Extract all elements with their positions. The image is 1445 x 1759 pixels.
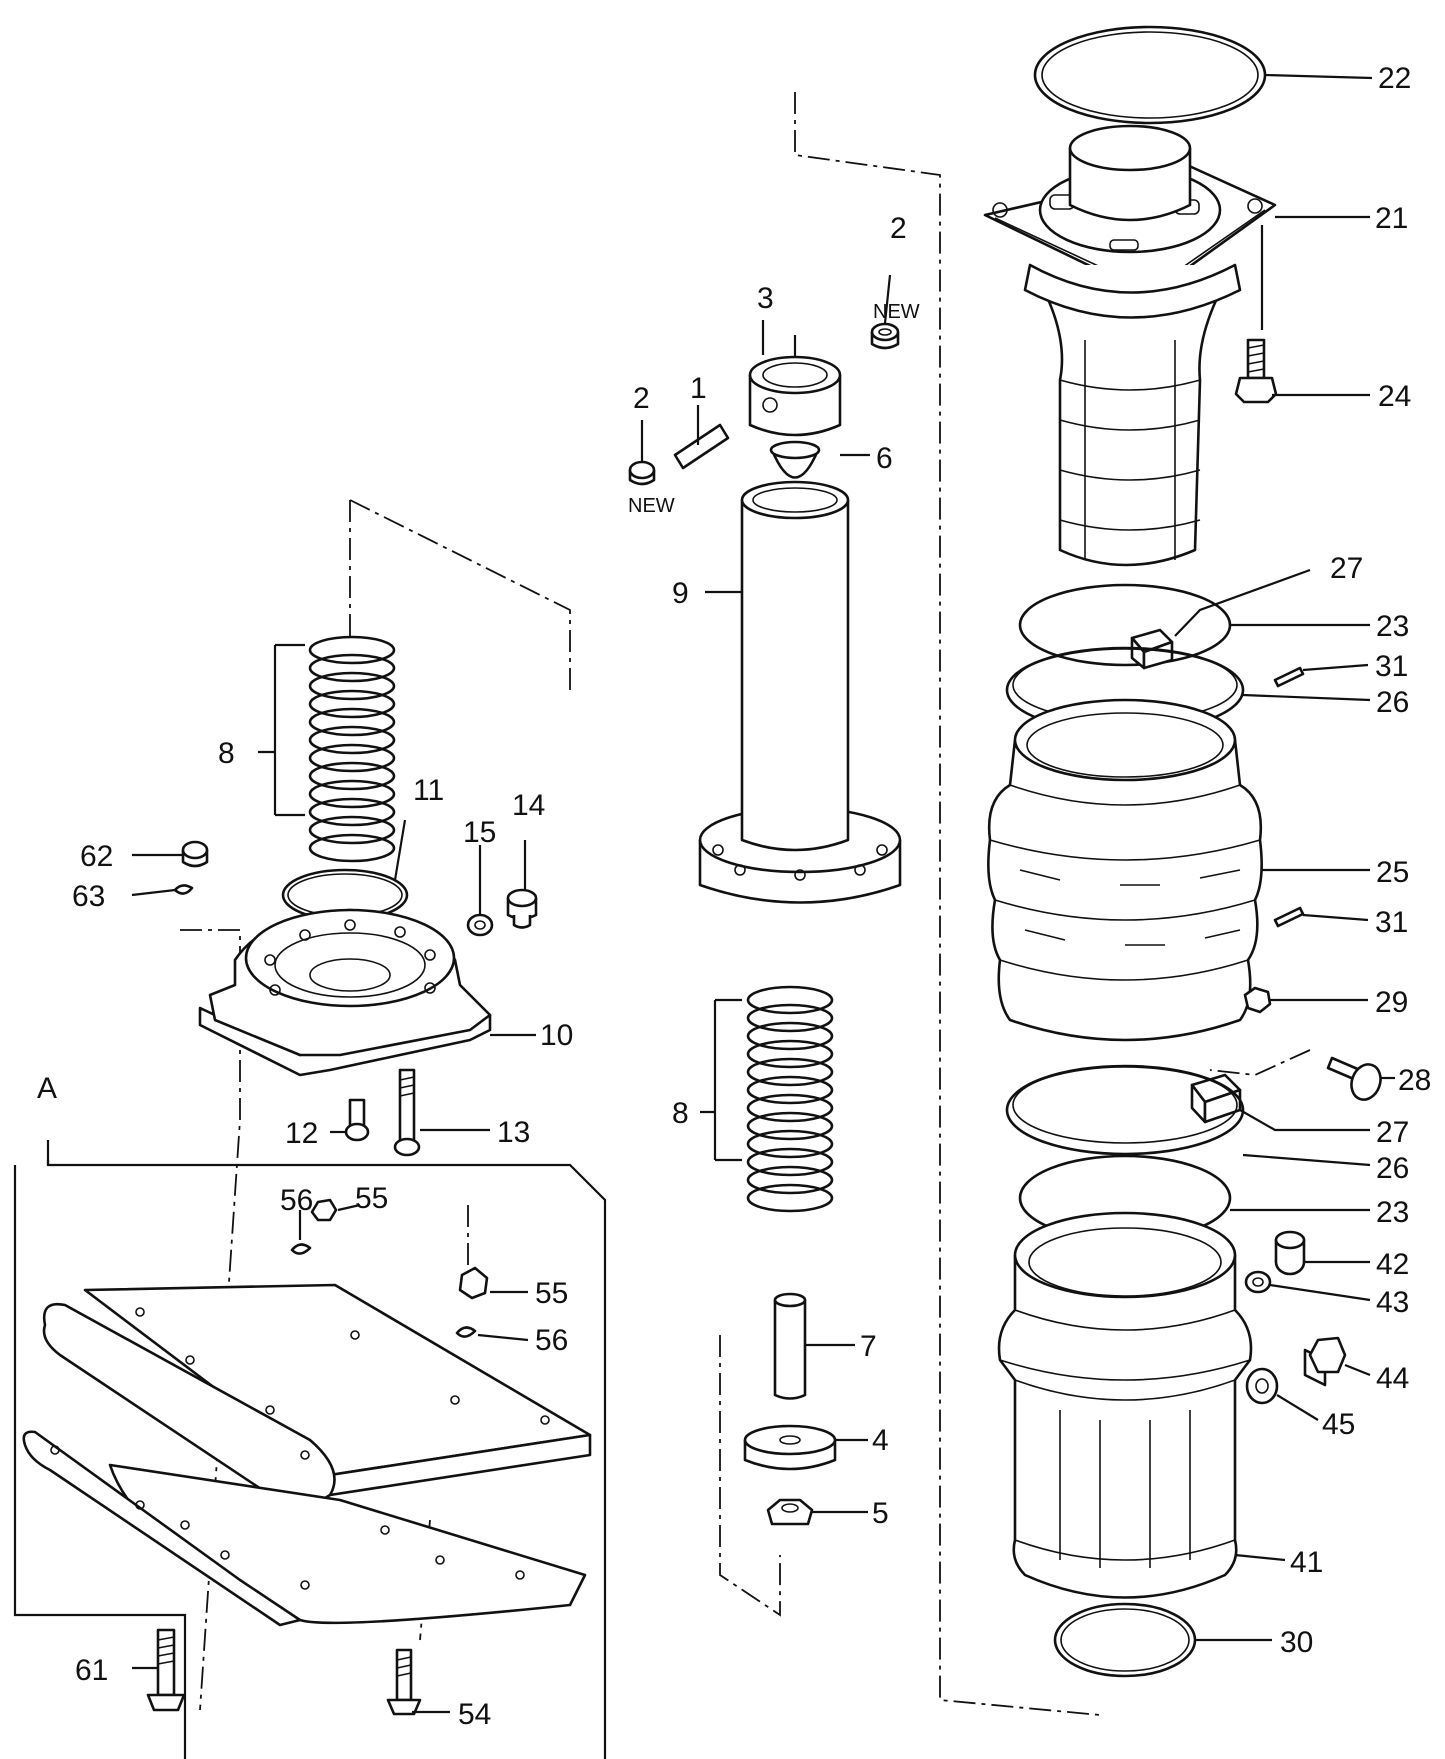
label-56-lower: 56 (535, 1324, 568, 1357)
label-9: 9 (672, 577, 689, 610)
label-27-upper: 27 (1330, 552, 1363, 585)
part-22-o-ring (1033, 25, 1267, 125)
part-4-washer (743, 1424, 837, 1471)
part-14-plug (506, 888, 538, 929)
part-13-screw (393, 1068, 421, 1157)
label-23-lower: 23 (1376, 1196, 1409, 1229)
label-27-lower: 27 (1376, 1116, 1409, 1149)
label-54: 54 (458, 1698, 491, 1731)
part-44-plug (1303, 1336, 1347, 1387)
part-10-base (198, 908, 492, 1077)
part-43-washer (1244, 1270, 1272, 1294)
label-26-upper: 26 (1376, 686, 1409, 719)
label-5: 5 (872, 1497, 889, 1530)
label-28: 28 (1398, 1064, 1431, 1097)
label-11: 11 (413, 774, 444, 807)
label-2-left: 2 (633, 382, 650, 415)
part-45-washer (1245, 1367, 1279, 1405)
part-6-cap (769, 440, 821, 479)
label-13: 13 (497, 1116, 530, 1149)
part-5-nut (766, 1498, 814, 1526)
tag-new-right: NEW (873, 301, 920, 323)
part-2-cap-right (870, 322, 900, 350)
label-4: 4 (872, 1424, 889, 1457)
label-31-upper: 31 (1375, 650, 1408, 683)
label-31-lower: 31 (1375, 906, 1408, 939)
part-29-nut (1243, 986, 1272, 1014)
label-56-upper: 56 (280, 1184, 313, 1217)
label-55-upper: 55 (355, 1182, 388, 1215)
label-43: 43 (1376, 1286, 1409, 1319)
part-31-pin-upper (1273, 666, 1305, 688)
lower-plate (22, 1430, 587, 1627)
part-21-upper-housing (983, 124, 1277, 567)
label-22: 22 (1378, 62, 1411, 95)
label-24: 24 (1378, 380, 1411, 413)
part-24-bolt (1234, 338, 1278, 404)
label-8-center: 8 (672, 1097, 689, 1130)
label-6: 6 (876, 442, 893, 475)
label-group-a: A (37, 1072, 57, 1105)
part-42-plug (1274, 1230, 1306, 1276)
subassembly-frame-a (13, 1140, 607, 1759)
part-55-nut-b (458, 1266, 489, 1300)
part-9-piston-rod (698, 480, 902, 904)
part-62-nut (181, 840, 209, 868)
label-41: 41 (1290, 1546, 1323, 1579)
part-3-connector (748, 355, 842, 437)
part-30-o-ring (1053, 1602, 1197, 1678)
label-30: 30 (1280, 1626, 1313, 1659)
part-61-bolt (146, 1628, 186, 1712)
label-21: 21 (1375, 202, 1408, 235)
label-44: 44 (1376, 1362, 1409, 1395)
part-28-bolt (1326, 1056, 1382, 1101)
part-41-lower-housing (997, 1211, 1253, 1599)
label-29: 29 (1375, 986, 1408, 1019)
part-15-washer (466, 913, 494, 937)
label-55-lower: 55 (535, 1277, 568, 1310)
label-62: 62 (80, 840, 113, 873)
tag-new-left: NEW (628, 495, 675, 517)
part-23-ring-upper (1018, 583, 1232, 667)
label-63: 63 (72, 880, 105, 913)
part-27-key-lower (1190, 1073, 1242, 1124)
label-3: 3 (757, 282, 774, 315)
leader-lines (131, 73, 1395, 1714)
label-15: 15 (463, 816, 496, 849)
part-1-pin (673, 423, 730, 470)
part-63-clip (173, 884, 194, 895)
part-25-bellows (987, 698, 1263, 1042)
label-42: 42 (1376, 1248, 1409, 1281)
label-10: 10 (540, 1019, 573, 1052)
part-31-pin-lower (1273, 906, 1305, 928)
part-8-spring-center (746, 985, 834, 1213)
label-2-right: 2 (890, 212, 907, 245)
label-25: 25 (1376, 856, 1409, 889)
label-7: 7 (860, 1330, 877, 1363)
part-26-ring-lower (1005, 1064, 1245, 1156)
label-23-upper: 23 (1376, 610, 1409, 643)
part-12-screw (344, 1098, 370, 1142)
part-55-nut-a (310, 1198, 338, 1222)
label-14: 14 (512, 789, 545, 822)
label-26-lower: 26 (1376, 1152, 1409, 1185)
part-2-cap-left (628, 460, 656, 486)
part-56-clip-a (290, 1243, 312, 1255)
label-12: 12 (285, 1117, 318, 1150)
label-1: 1 (690, 372, 707, 405)
part-8-spring-left (308, 635, 396, 863)
part-54-bolt (386, 1648, 422, 1716)
part-56-clip-b (455, 1326, 477, 1338)
part-7-sleeve (773, 1292, 807, 1400)
label-8-left: 8 (218, 737, 235, 770)
upper-plate (42, 1283, 592, 1507)
label-61: 61 (75, 1654, 108, 1687)
part-number-labels: 22 21 24 27 23 31 26 25 31 29 28 27 26 2… (37, 62, 1431, 1731)
label-45: 45 (1322, 1408, 1355, 1441)
